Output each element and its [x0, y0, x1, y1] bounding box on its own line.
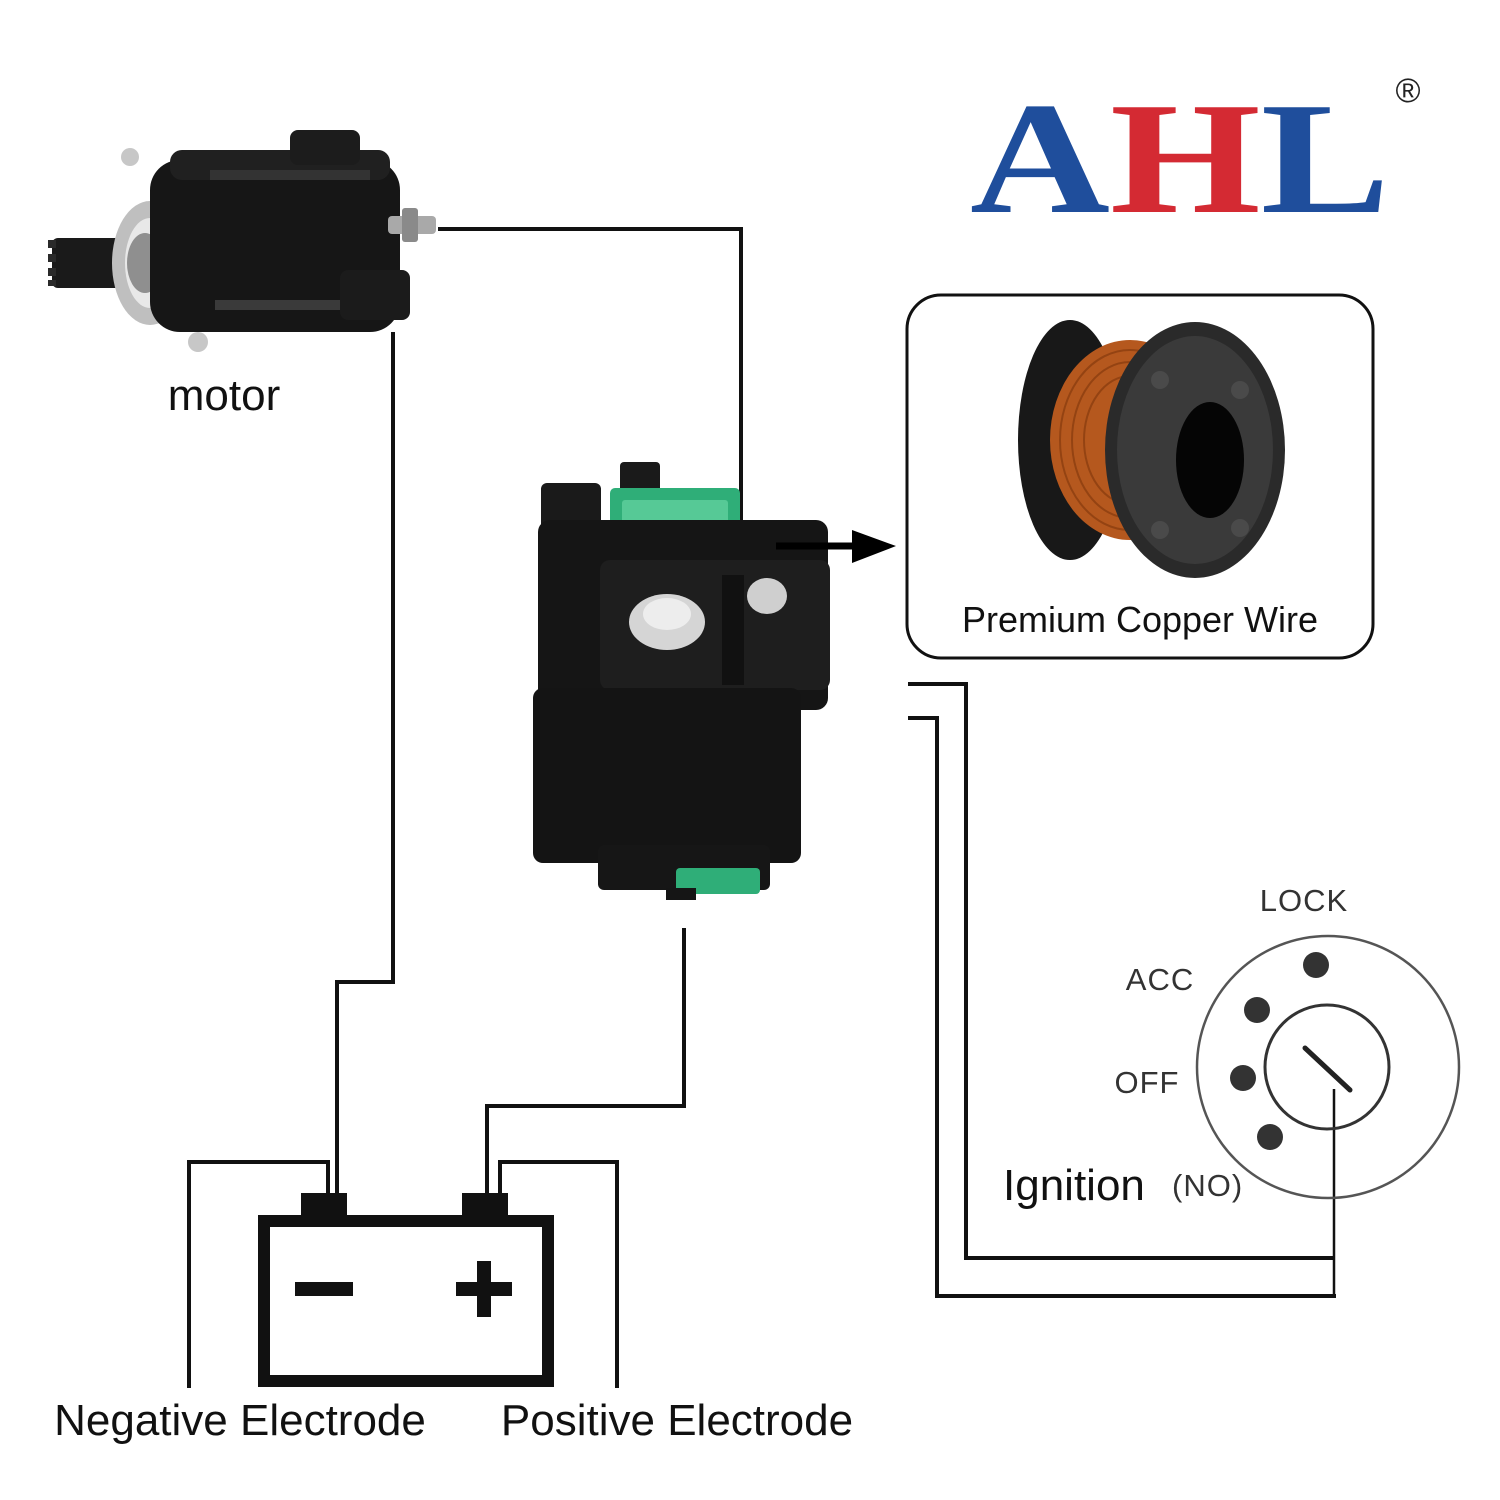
wire-relay-to-ignition-1 — [908, 682, 1334, 1260]
battery-icon — [258, 1193, 554, 1387]
acc-label: ACC — [1126, 962, 1194, 997]
acc-position-dot — [1244, 997, 1270, 1023]
ignition-label: Ignition — [1003, 1161, 1145, 1210]
off-position-dot — [1230, 1065, 1256, 1091]
ignition-switch-icon — [1195, 934, 1461, 1200]
starter-motor-icon — [48, 130, 436, 352]
registered-mark: ® — [1395, 72, 1420, 110]
lock-position-dot — [1303, 952, 1329, 978]
negative-electrode-label: Negative Electrode — [54, 1396, 426, 1445]
copper-wire-spool-icon — [1018, 320, 1285, 578]
wire-relay-to-battery-positive — [485, 928, 686, 1193]
wire-motor-to-battery-negative — [335, 332, 395, 1193]
arrow-right-icon — [776, 530, 896, 563]
wire-positive-lead-outer — [498, 1160, 619, 1388]
copper-wire-label: Premium Copper Wire — [962, 599, 1318, 640]
on-position-dot — [1257, 1124, 1283, 1150]
positive-electrode-label: Positive Electrode — [501, 1396, 853, 1445]
svg-text:AHL: AHL — [970, 69, 1390, 247]
starter-relay-icon — [533, 462, 830, 900]
off-label: OFF — [1115, 1065, 1180, 1100]
lock-label: LOCK — [1260, 883, 1348, 918]
wires — [187, 227, 1336, 1388]
motor-label: motor — [168, 371, 280, 420]
wire-negative-lead-outer — [187, 1160, 330, 1388]
ignition-note: (NO) — [1172, 1168, 1243, 1203]
wire-relay-to-ignition-2 — [908, 716, 1336, 1298]
wire-motor-to-relay — [438, 227, 743, 525]
